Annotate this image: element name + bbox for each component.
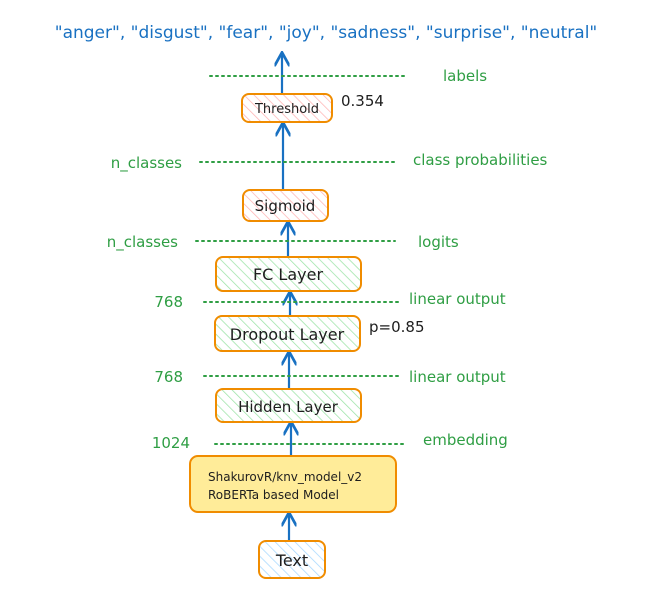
level-right-embedding: embedding [423,431,508,449]
hidden-layer-node: Hidden Layer [215,388,362,423]
model-name: ShakurovR/knv_model_v2 [208,470,362,484]
fc-layer-node: FC Layer [215,256,362,292]
threshold-label: Threshold [254,102,319,117]
level-left-class-probabilities: n_classes [111,154,182,173]
output-classes: "anger", "disgust", "fear", "joy", "sadn… [55,23,598,43]
level-left-logits: n_classes [107,233,178,252]
dropout-layer-node: Dropout Layer [214,315,361,352]
level-right-class-probabilities: class probabilities [413,151,548,169]
level-left-embedding: 1024 [152,434,190,452]
threshold-node: Threshold [241,93,333,123]
level-right-labels: labels [443,67,487,85]
level-right-hidden-output: linear output [409,368,506,386]
level-right-fc-output: linear output [409,290,506,308]
sigmoid-label: Sigmoid [255,197,316,215]
model-description: RoBERTa based Model [208,488,339,502]
dropout-layer-label: Dropout Layer [230,325,345,344]
level-left-hidden-output: 768 [154,368,183,386]
sigmoid-node: Sigmoid [242,189,329,222]
hidden-layer-label: Hidden Layer [238,398,339,416]
dropout-rate: p=0.85 [369,318,425,336]
fc-layer-label: FC Layer [253,265,323,284]
threshold-value: 0.354 [341,92,384,110]
base-model-node: ShakurovR/knv_model_v2 RoBERTa based Mod… [189,455,397,513]
level-right-logits: logits [418,233,459,251]
text-input-label: Text [275,551,308,570]
level-left-fc-output: 768 [154,293,183,311]
text-input-node: Text [258,540,326,579]
